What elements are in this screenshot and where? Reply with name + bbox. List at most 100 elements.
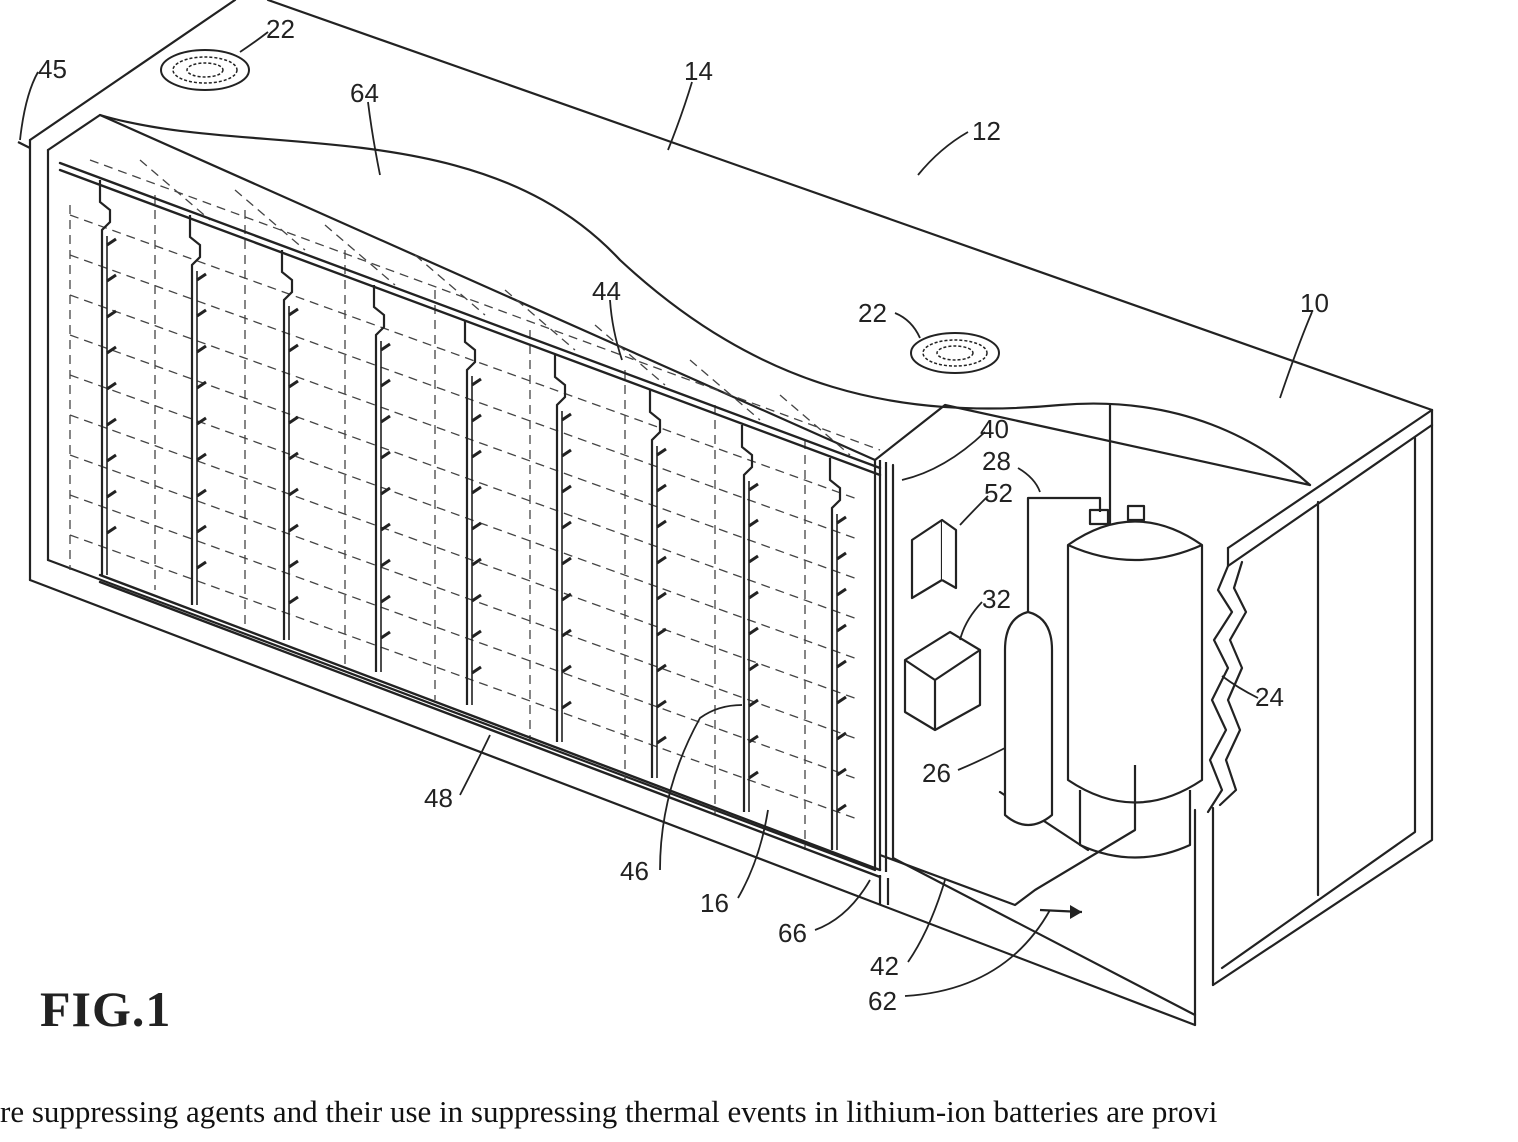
ref-45: 45 — [38, 54, 67, 84]
nozzle — [562, 450, 571, 456]
nozzle — [837, 517, 846, 523]
roof-cutaway-line — [100, 115, 1310, 485]
tank-valve-2 — [1128, 506, 1144, 520]
ref-52: 52 — [984, 478, 1013, 508]
nozzle — [197, 526, 206, 532]
partition-wall — [875, 405, 1310, 485]
nozzle — [289, 381, 298, 387]
nozzle — [107, 527, 116, 533]
container-roof-back-edge — [268, 0, 1432, 410]
roof-vent-22-left — [161, 50, 249, 90]
nozzle — [657, 485, 666, 491]
nozzle — [657, 593, 666, 599]
ref-62: 62 — [868, 986, 897, 1016]
drop-pipe-2 — [190, 215, 200, 605]
nozzle — [657, 629, 666, 635]
bottom-manifold-pipe — [100, 575, 880, 870]
nozzle — [197, 454, 206, 460]
nozzle — [562, 414, 571, 420]
ref-46: 46 — [620, 856, 649, 886]
nozzle — [289, 525, 298, 531]
torn-wall-edge — [1208, 566, 1232, 812]
ref-44: 44 — [592, 276, 621, 306]
drop-pipe-7 — [650, 390, 660, 778]
nozzle — [749, 628, 758, 634]
ref-66: 66 — [778, 918, 807, 948]
drop-pipe-3 — [282, 250, 292, 640]
drop-pipe-1 — [100, 180, 110, 575]
nozzle — [749, 556, 758, 562]
nozzle — [197, 346, 206, 352]
nozzle — [107, 455, 116, 461]
ref-26: 26 — [922, 758, 951, 788]
nozzle — [749, 772, 758, 778]
nozzle — [837, 661, 846, 667]
ref-28: 28 — [982, 446, 1011, 476]
inlet-45 — [18, 142, 30, 148]
nozzle — [472, 595, 481, 601]
nozzle — [837, 733, 846, 739]
ref-22a: 22 — [266, 14, 295, 44]
nozzle — [381, 380, 390, 386]
drop-pipe-8 — [742, 425, 752, 812]
nozzle — [749, 664, 758, 670]
nozzle — [657, 557, 666, 563]
nozzle — [472, 451, 481, 457]
nozzle — [562, 702, 571, 708]
suppression-tank-24 — [1068, 522, 1202, 803]
drop-pipe-5 — [465, 320, 475, 705]
ref-32: 32 — [982, 584, 1011, 614]
drop-pipe-4 — [374, 285, 384, 672]
nozzle — [837, 625, 846, 631]
nozzle — [289, 561, 298, 567]
drop-pipe-6 — [555, 355, 565, 742]
nozzle — [107, 311, 116, 317]
ref-14: 14 — [684, 56, 713, 86]
nozzle — [657, 701, 666, 707]
gas-cylinder-26 — [1005, 612, 1052, 825]
nozzle — [837, 553, 846, 559]
nozzle — [289, 489, 298, 495]
nozzle — [562, 486, 571, 492]
ref-40: 40 — [980, 414, 1009, 444]
nozzle — [197, 490, 206, 496]
nozzle — [837, 589, 846, 595]
nozzle — [562, 522, 571, 528]
nozzle — [289, 453, 298, 459]
control-box-32 — [905, 632, 980, 730]
nozzle — [107, 419, 116, 425]
nozzle — [381, 452, 390, 458]
nozzle — [107, 239, 116, 245]
ref-22b: 22 — [858, 298, 887, 328]
nozzle — [562, 594, 571, 600]
figure-caption: FIG.1 — [40, 981, 171, 1037]
drop-pipe-9 — [830, 458, 840, 850]
nozzle — [107, 347, 116, 353]
nozzle — [107, 491, 116, 497]
tank-valve — [1090, 510, 1108, 524]
nozzle — [472, 487, 481, 493]
nozzle — [289, 309, 298, 315]
nozzle — [472, 631, 481, 637]
ref-48: 48 — [424, 783, 453, 813]
roof-vent-22-right — [911, 333, 999, 373]
nozzle — [657, 737, 666, 743]
nozzle — [381, 632, 390, 638]
ref-24: 24 — [1255, 682, 1284, 712]
nozzle — [381, 416, 390, 422]
nozzle — [472, 667, 481, 673]
container-right-end-frame — [1213, 410, 1432, 985]
nozzle — [562, 666, 571, 672]
container-bottom-inner-edge — [48, 560, 875, 870]
nozzle — [749, 592, 758, 598]
nozzle — [289, 345, 298, 351]
nozzle — [289, 417, 298, 423]
nozzle — [837, 805, 846, 811]
nozzle — [289, 597, 298, 603]
drain-66 — [880, 875, 888, 905]
ref-64: 64 — [350, 78, 379, 108]
nozzle — [749, 520, 758, 526]
nozzle — [472, 523, 481, 529]
nozzle — [472, 415, 481, 421]
